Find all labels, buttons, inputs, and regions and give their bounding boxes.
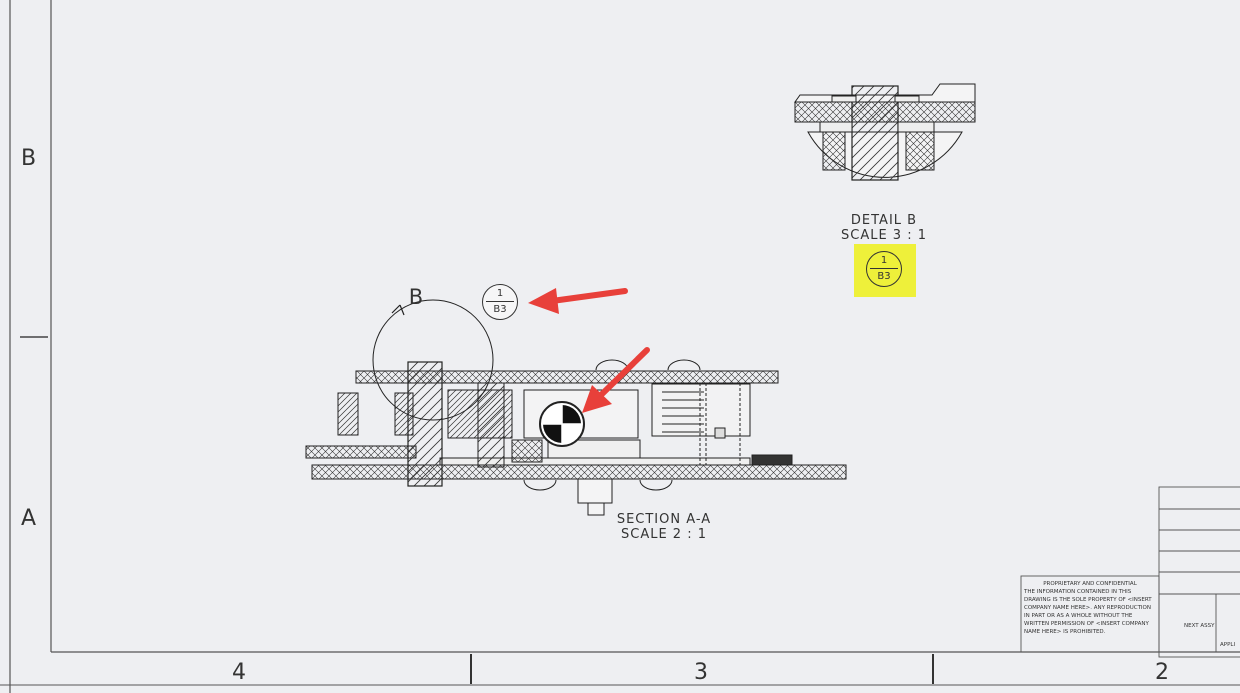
detail-view-callout-zone: B3 — [877, 271, 891, 282]
title-block-heading: PROPRIETARY AND CONFIDENTIAL — [1043, 581, 1137, 587]
callout-divider — [486, 301, 514, 302]
detail-b-caption: DETAIL B SCALE 3 : 1 — [814, 213, 954, 243]
spring — [651, 383, 751, 439]
detail-b-view — [794, 83, 976, 181]
detail-view-callout-bubble[interactable]: 1 B3 — [866, 251, 902, 287]
detail-b-title: DETAIL B — [850, 213, 918, 228]
zone-label-col-4: 4 — [232, 660, 246, 685]
section-view-callout-bubble[interactable]: 1 B3 — [482, 284, 518, 320]
zone-label-col-3: 3 — [694, 660, 708, 685]
section-a-a-title: SECTION A-A — [616, 512, 712, 527]
zone-label-col-2: 2 — [1155, 660, 1169, 685]
appd-label: APPLI — [1220, 642, 1236, 648]
section-a-a-caption: SECTION A-A SCALE 2 : 1 — [594, 512, 734, 542]
annotation-arrow-callout — [528, 288, 628, 314]
callout-divider — [870, 268, 898, 269]
center-of-mass-symbol — [539, 401, 585, 447]
detail-circle — [372, 299, 494, 421]
detail-b-scale: SCALE 3 : 1 — [841, 228, 927, 243]
detail-view-callout-sheet: 1 — [880, 255, 888, 266]
title-block — [1020, 486, 1240, 658]
zone-label-row-a: A — [21, 506, 37, 531]
section-view-callout-sheet: 1 — [496, 288, 504, 299]
next-assy-label: NEXT ASSY — [1184, 623, 1215, 629]
section-view-callout-zone: B3 — [493, 304, 507, 315]
annotation-arrow-mass — [582, 347, 650, 413]
zone-label-row-b: B — [21, 146, 37, 171]
detail-letter-label[interactable]: B — [408, 285, 424, 309]
title-block-body: THE INFORMATION CONTAINED IN THIS DRAWIN… — [1024, 589, 1152, 635]
section-a-a-scale: SCALE 2 : 1 — [621, 527, 707, 542]
title-block-notice: PROPRIETARY AND CONFIDENTIAL THE INFORMA… — [1024, 580, 1156, 636]
